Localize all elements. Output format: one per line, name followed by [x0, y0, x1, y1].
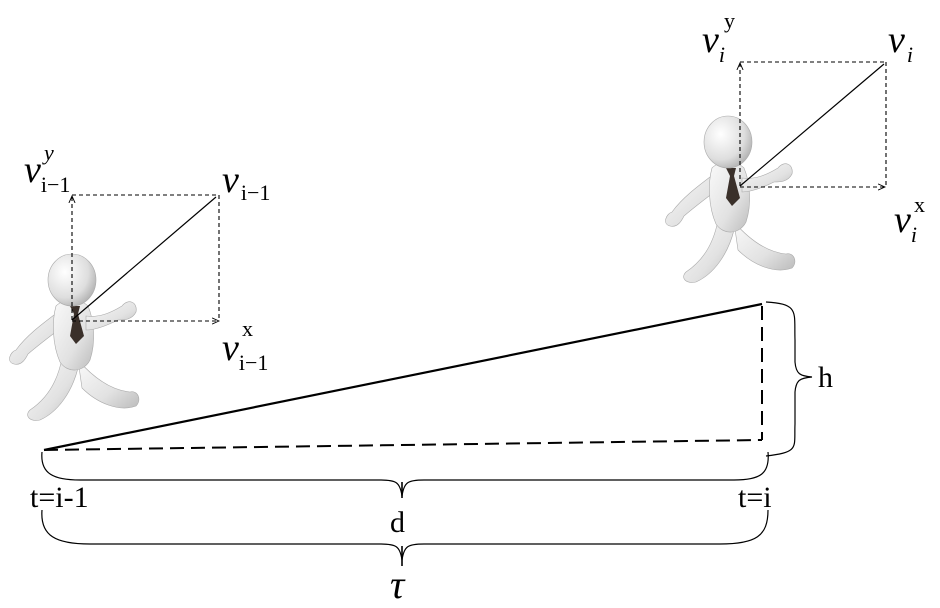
label-v-prev: vi−1	[222, 159, 270, 205]
time-start-label: t=i-1	[30, 481, 89, 514]
label-vy-prev: vi−1	[24, 149, 70, 197]
label-vx-curr: vi	[894, 199, 917, 247]
velocity-vector-current	[739, 63, 885, 187]
displacement-triangle	[43, 302, 763, 452]
time-end-label: t=i	[738, 481, 772, 514]
walker-current: vi vi y vi x	[665, 8, 925, 283]
label-vy-prev-sup: y	[42, 140, 54, 165]
hypotenuse-line	[43, 302, 763, 452]
distance-label: d	[390, 506, 405, 539]
label-vy-curr: vi	[702, 19, 725, 67]
label-vx-curr-sup: x	[914, 192, 925, 217]
walker-previous: vi−1 vi−1 y vi−1 x	[9, 140, 270, 421]
label-vx-prev-sup: x	[242, 316, 253, 341]
tau-label: τ	[390, 562, 406, 607]
velocity-vector-previous	[71, 196, 217, 321]
label-vx-prev: vi−1	[222, 327, 268, 375]
height-brace	[765, 301, 813, 457]
label-v-curr: vi	[888, 19, 913, 67]
walker-figure-current-icon	[665, 115, 796, 283]
label-vy-curr-sup: y	[724, 8, 735, 33]
time-range-brace	[41, 451, 769, 497]
baseline-dashed	[43, 439, 763, 451]
height-label: h	[818, 361, 833, 394]
